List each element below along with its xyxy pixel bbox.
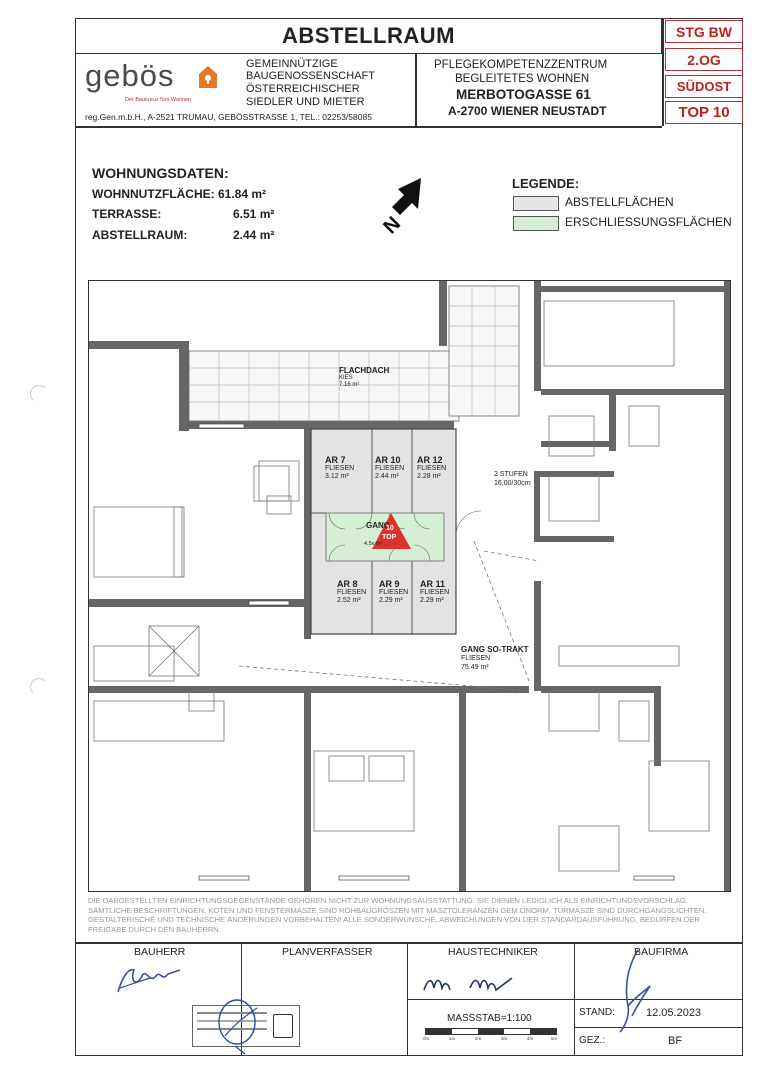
flachdach-material: KIES xyxy=(339,375,353,381)
svg-text:N: N xyxy=(379,213,405,239)
tag-orientation: SÜDOST xyxy=(665,75,743,98)
header-right-divider xyxy=(662,18,664,126)
living-area-value: 61.84 m² xyxy=(218,187,267,201)
storage-ar11-name: AR 11 xyxy=(420,579,446,589)
stand-value: 12.05.2023 xyxy=(646,1007,702,1019)
storage-ar7-name: AR 7 xyxy=(325,455,346,465)
legend-label-circulation: ERSCHLIESSUNGSFLÄCHEN xyxy=(565,215,732,229)
scale-bar xyxy=(425,1028,557,1035)
disclaimer-text: DIE DARGESTELLTEN EINRICHTUNGSGEGENSTÄND… xyxy=(88,896,707,934)
storage-ar7-material: FLIESEN xyxy=(325,465,355,472)
scale-tick-0: 0m xyxy=(423,1036,430,1041)
stamp-signature xyxy=(205,996,275,1061)
baufirma-signature xyxy=(606,946,666,1041)
legend-heading: LEGENDE: xyxy=(512,176,580,191)
bauherr-signature xyxy=(110,958,190,1003)
stand-label: STAND: xyxy=(579,1007,615,1018)
company-line-2: BAUGENOSSENSCHAFT xyxy=(246,70,375,82)
tag-staircase: STG BW xyxy=(665,20,743,43)
storage-ar9-name: AR 9 xyxy=(379,579,400,589)
tag-floor: 2.OG xyxy=(665,48,743,71)
gang-small-name: GANG xyxy=(366,521,390,530)
storage-ar11-area: 2.29 m² xyxy=(420,597,444,604)
scale-label: MASSSTAB=1:100 xyxy=(447,1013,532,1024)
project-line-2: BEGLEITETES WOHNEN xyxy=(455,73,590,85)
storage-ar12-name: AR 12 xyxy=(417,455,443,465)
tag-unit: TOP 10 xyxy=(665,101,743,124)
header-divider xyxy=(415,54,417,126)
company-logo: gebös xyxy=(85,58,175,93)
storage-ar7-area: 3.12 m² xyxy=(325,473,349,480)
house-logo-icon xyxy=(197,64,219,95)
storage-ar12-area: 2.28 m² xyxy=(417,473,441,480)
project-street: MERBOTOGASSE 61 xyxy=(456,87,591,102)
punch-hole-top xyxy=(30,385,48,403)
storage-ar10-material: FLIESEN xyxy=(375,465,405,472)
legend-swatch-circulation xyxy=(513,216,559,231)
company-address: reg.Gen.m.b.H., A-2521 TRUMAU, GEBÖSSTRA… xyxy=(85,112,372,122)
gez-label: GEZ.: xyxy=(579,1035,606,1046)
company-line-1: GEMEINNÜTZIGE xyxy=(246,58,338,70)
gez-value: BF xyxy=(668,1035,683,1047)
legend-swatch-storage xyxy=(513,196,559,211)
storage-ar10-name: AR 10 xyxy=(375,455,401,465)
storage-label: ABSTELLRAUM: xyxy=(92,228,188,242)
gang-so-material: FLIESEN xyxy=(461,655,491,662)
scale-tick-1: 1m xyxy=(449,1036,456,1041)
scale-tick-5: 5m xyxy=(551,1036,558,1041)
punch-hole-bottom xyxy=(30,678,48,696)
project-city: A-2700 WIENER NEUSTADT xyxy=(448,104,607,118)
scale-tick-4: 4m xyxy=(527,1036,534,1041)
stamp-logo-icon xyxy=(273,1014,293,1038)
footer-gez-cell xyxy=(574,1027,743,1056)
company-line-4: SIEDLER UND MIETER xyxy=(246,96,365,108)
scale-tick-2: 2m xyxy=(475,1036,482,1041)
footer-haustechniker-label: HAUSTECHNIKER xyxy=(448,946,538,958)
footer-top-line xyxy=(75,942,743,944)
stufen-label: 2 STUFEN xyxy=(494,471,528,478)
floor-plan: FLACHDACH KIES 7.16 m² AR 7 FLIESEN 3.12… xyxy=(88,280,731,892)
storage-ar11-material: FLIESEN xyxy=(420,589,450,596)
footer-baufirma-label: BAUFIRMA xyxy=(634,946,689,958)
terrace-label: TERRASSE: xyxy=(92,207,162,221)
footer-bauherr-label: BAUHERR xyxy=(134,946,186,958)
project-line-1: PFLEGEKOMPETENZZENTRUM xyxy=(434,59,608,71)
scale-tick-3: 3m xyxy=(501,1036,508,1041)
terrace-value: 6.51 m² xyxy=(233,207,275,221)
logo-slogan: Der Baukreuz fürs Wohnen xyxy=(125,97,192,103)
stufen-size: 16,00/30cm xyxy=(494,480,531,487)
haustechniker-signature xyxy=(420,968,530,1003)
header-bottom-line xyxy=(75,126,662,128)
storage-ar12-material: FLIESEN xyxy=(417,465,447,472)
living-area-label: WOHNNUTZFLÄCHE: xyxy=(92,187,215,201)
top-marker-number: 10 xyxy=(386,525,394,532)
footer-planverfasser-label: PLANVERFASSER xyxy=(282,946,373,958)
storage-ar9-area: 2.29 m² xyxy=(379,597,403,604)
flachdach-name: FLACHDACH xyxy=(339,366,390,375)
storage-value: 2.44 m² xyxy=(233,228,275,242)
storage-ar10-area: 2.44 m² xyxy=(375,473,399,480)
top-marker-label: TOP xyxy=(382,534,397,541)
gang-so-name: GANG SO-TRAKT xyxy=(461,645,529,654)
flachdach-area: 7.16 m² xyxy=(339,382,360,388)
company-line-3: ÖSTERREICHISCHER xyxy=(246,83,360,95)
gang-so-area: 75.49 m² xyxy=(461,664,489,671)
storage-ar8-material: FLIESEN xyxy=(337,589,367,596)
legend-label-storage: ABSTELLFLÄCHEN xyxy=(565,195,674,209)
storage-ar8-name: AR 8 xyxy=(337,579,358,589)
page-title: ABSTELLRAUM xyxy=(75,18,662,54)
north-arrow-icon: N xyxy=(368,175,428,245)
apartment-data-heading: WOHNUNGSDATEN: xyxy=(92,165,229,181)
storage-ar9-material: FLIESEN xyxy=(379,589,409,596)
gang-small-area: 4.5x m² xyxy=(364,541,383,547)
storage-ar8-area: 2.52 m² xyxy=(337,597,361,604)
